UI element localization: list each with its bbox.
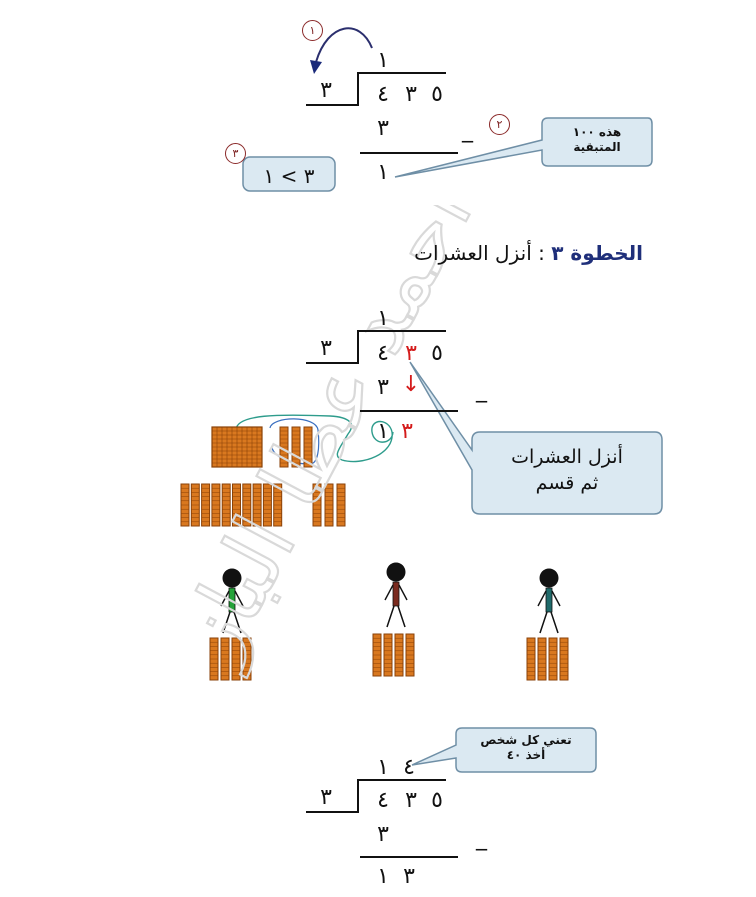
minus-sign: _: [476, 826, 487, 851]
carry-arrowhead: [310, 60, 322, 74]
dividend-digit: ٣: [405, 82, 417, 107]
callout-line: أخذ ٤٠: [506, 748, 546, 762]
dividend-digit: ٥: [431, 341, 443, 366]
ten-rod: [201, 483, 211, 527]
ten-rod: [336, 483, 346, 527]
ten-rod: [221, 483, 231, 527]
ten-rod: [252, 483, 262, 527]
callout-text-3: تعني كل شخص أخذ ٤٠: [456, 733, 596, 763]
divisor: ٣: [320, 785, 332, 810]
callout-bubble-1: [394, 117, 653, 178]
subtract-digit: ٣: [377, 822, 389, 847]
ten-rod: [180, 483, 190, 527]
divisor-underline: [306, 104, 358, 106]
division-bar: [358, 330, 446, 332]
ten-rod: [537, 637, 547, 681]
remainder-digit: ٣: [403, 864, 415, 889]
division-bar: [358, 72, 446, 74]
dividend-digit: ٤: [377, 341, 389, 366]
step-marker-1: ١: [302, 20, 323, 41]
subtraction-line: [360, 856, 458, 858]
quotient-digit: ١: [377, 48, 389, 73]
ten-rod: [220, 637, 230, 681]
ten-rod: [324, 483, 334, 527]
remainder-digit: ١: [377, 864, 389, 889]
compare-box: [242, 156, 336, 192]
dividend-digit: ٣: [405, 788, 417, 813]
ten-rod: [312, 483, 322, 527]
minus-sign: _: [462, 118, 473, 143]
result-digit-highlight: ٣: [401, 419, 413, 444]
division-bar: [358, 779, 446, 781]
ten-rod: [559, 637, 569, 681]
grouping-loop: [235, 414, 394, 463]
divisor-underline: [306, 811, 358, 813]
callout-bubble-3: [411, 727, 597, 773]
callout-line: ثم قسم: [535, 472, 599, 494]
dividend-digit: ٤: [377, 82, 389, 107]
ten-rod: [291, 426, 301, 468]
callout-line: هذه ١٠٠: [572, 125, 622, 139]
ten-rod: [242, 637, 252, 681]
step-heading-text: : أنزل العشرات: [414, 241, 552, 265]
subtraction-line: [360, 152, 458, 154]
ten-rod: [405, 633, 415, 677]
step-heading: الخطوة ٣ : أنزل العشرات: [395, 241, 643, 265]
ten-rod: [190, 483, 200, 527]
divisor-underline: [306, 362, 358, 364]
ten-rod: [209, 637, 219, 681]
remainder-digit: ١: [377, 160, 389, 185]
ten-rod: [273, 483, 283, 527]
ten-rod: [383, 633, 393, 677]
quotient-digit: ١: [377, 306, 389, 331]
stick-person: [220, 568, 244, 634]
compare-text: ٣ > ١: [263, 164, 315, 188]
callout-text-1: هذه ١٠٠ المتبقية: [542, 125, 652, 155]
ten-rod: [526, 637, 536, 681]
callout-text-2: أنزل العشرات ثم قسم: [472, 444, 662, 496]
hundred-block: [211, 426, 263, 468]
subtraction-line: [360, 410, 458, 412]
callout-line: تعني كل شخص: [480, 733, 572, 747]
ten-rod: [262, 483, 272, 527]
minus-sign: _: [476, 378, 487, 403]
ten-rod: [394, 633, 404, 677]
divisor: ٣: [320, 336, 332, 361]
dividend-digit-highlight: ٣: [405, 341, 417, 366]
carry-arrow: [315, 27, 373, 63]
divisor: ٣: [320, 78, 332, 103]
stick-person: [537, 568, 561, 634]
ten-rod: [303, 426, 313, 468]
subtract-digit: ٣: [377, 375, 389, 400]
step-heading-bold: الخطوة ٣: [551, 241, 643, 265]
division-bracket: [357, 779, 359, 813]
callout-line: أنزل العشرات: [511, 446, 623, 468]
ten-rod: [242, 483, 252, 527]
ten-rod: [211, 483, 221, 527]
result-digit: ١: [377, 419, 389, 444]
stick-person: [384, 562, 408, 628]
dividend-digit: ٥: [431, 788, 443, 813]
subtract-digit: ٣: [377, 116, 389, 141]
callout-bubble-2: [409, 361, 663, 515]
down-arrow-icon: ↓: [401, 372, 421, 397]
ten-rod: [372, 633, 382, 677]
ten-rod: [279, 426, 289, 468]
division-bracket: [357, 330, 359, 364]
ten-rod: [548, 637, 558, 681]
step-marker-2: ٢: [489, 114, 510, 135]
quotient-digit: ٤: [403, 755, 415, 780]
dividend-digit: ٤: [377, 788, 389, 813]
callout-line: المتبقية: [573, 140, 621, 154]
step-marker-3: ٣: [225, 143, 246, 164]
dividend-digit: ٥: [431, 82, 443, 107]
division-bracket: [357, 72, 359, 106]
ten-rod: [232, 483, 241, 527]
quotient-digit: ١: [377, 755, 389, 780]
ten-rod: [231, 637, 241, 681]
